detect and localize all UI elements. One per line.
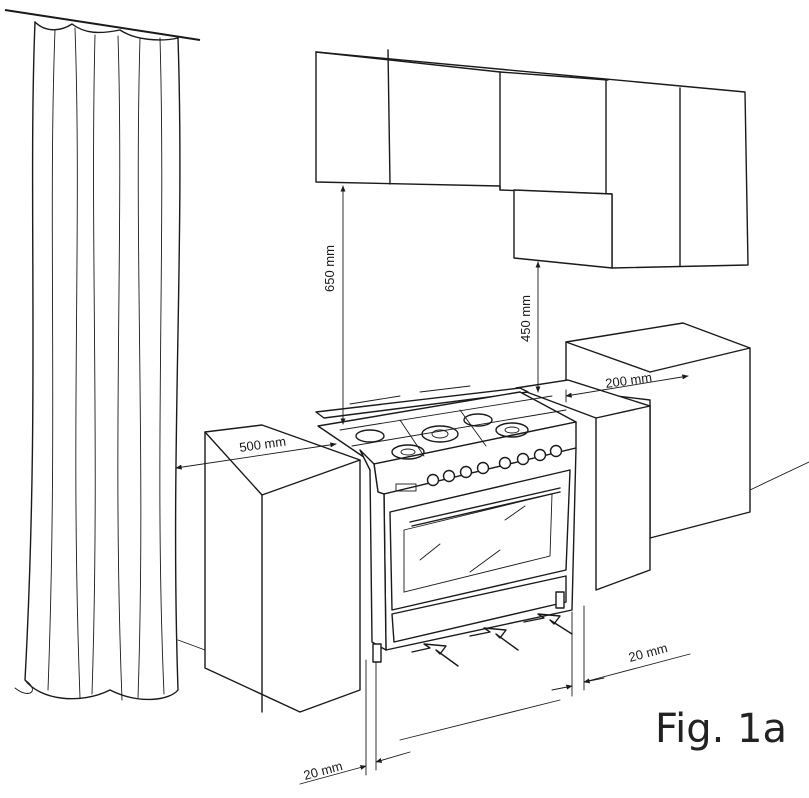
room-lines [177, 461, 809, 741]
dimension-500mm: 500 mm [175, 434, 337, 470]
dimension-450mm: 450 mm [518, 261, 541, 393]
dimension-label: 650 mm [322, 245, 337, 292]
dimension-label: 200 mm [604, 370, 653, 391]
left-base-cabinet [204, 424, 361, 713]
figure-caption: Fig. 1a [655, 706, 787, 752]
dimension-label: 450 mm [518, 295, 533, 342]
airflow-arrows [411, 613, 573, 667]
dimension-200mm: 200 mm [565, 370, 689, 403]
dimension-label: 500 mm [238, 434, 287, 455]
dimension-label: 20 mm [302, 758, 344, 783]
curtain [4, 9, 201, 701]
dimension-650mm: 650 mm [322, 185, 346, 425]
upper-cabinets [315, 49, 749, 269]
cooker [315, 385, 577, 663]
dimension-20mm-right: 20 mm [551, 605, 691, 697]
